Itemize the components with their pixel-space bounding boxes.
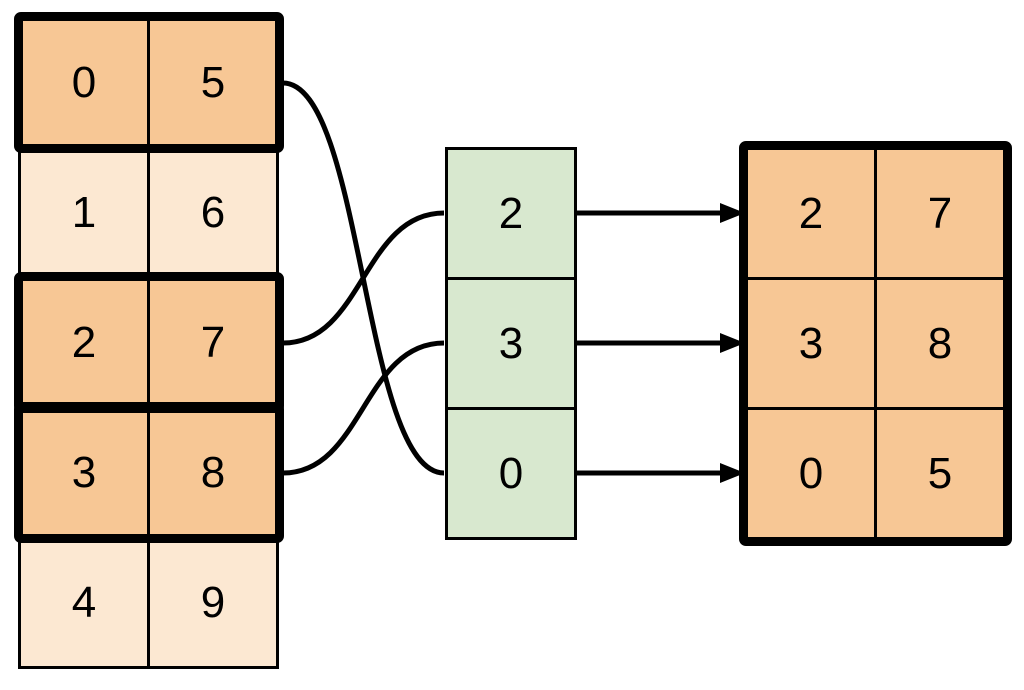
table-cell: 5 [147,16,279,149]
table-cell: 0 [18,16,150,149]
table-cell: 2 [18,276,150,409]
table-row: 1 6 [18,146,279,279]
table-cell: 9 [147,536,279,669]
table-cell: 1 [18,146,150,279]
table-cell: 6 [147,146,279,279]
table-row: 3 8 [18,406,279,539]
table-row: 2 [445,147,577,280]
table-cell: 3 [18,406,150,539]
table-cell: 0 [745,407,877,540]
table-row: 2 7 [18,276,279,409]
table-cell: 3 [745,277,877,410]
table-row: 0 [445,407,577,540]
table-row: 0 5 [745,407,1006,540]
index-cell: 3 [445,277,577,410]
table-row: 4 9 [18,536,279,669]
table-cell: 4 [18,536,150,669]
table-row: 0 5 [18,16,279,149]
index-cell: 0 [445,407,577,540]
table-cell: 7 [874,147,1006,280]
index-cell: 2 [445,147,577,280]
table-cell: 2 [745,147,877,280]
curve-row38-to-index3 [282,340,445,476]
table-row: 3 8 [745,277,1006,410]
result-table: 2 7 3 8 0 5 [745,147,1006,540]
table-row: 2 7 [745,147,1006,280]
table-cell: 5 [874,407,1006,540]
source-table: 0 5 1 6 2 7 3 8 4 9 [18,16,279,669]
index-column: 2 3 0 [445,147,577,540]
table-cell: 8 [874,277,1006,410]
curve-row27-to-index2 [282,210,445,346]
table-cell: 7 [147,276,279,409]
table-cell: 8 [147,406,279,539]
table-row: 3 [445,277,577,410]
